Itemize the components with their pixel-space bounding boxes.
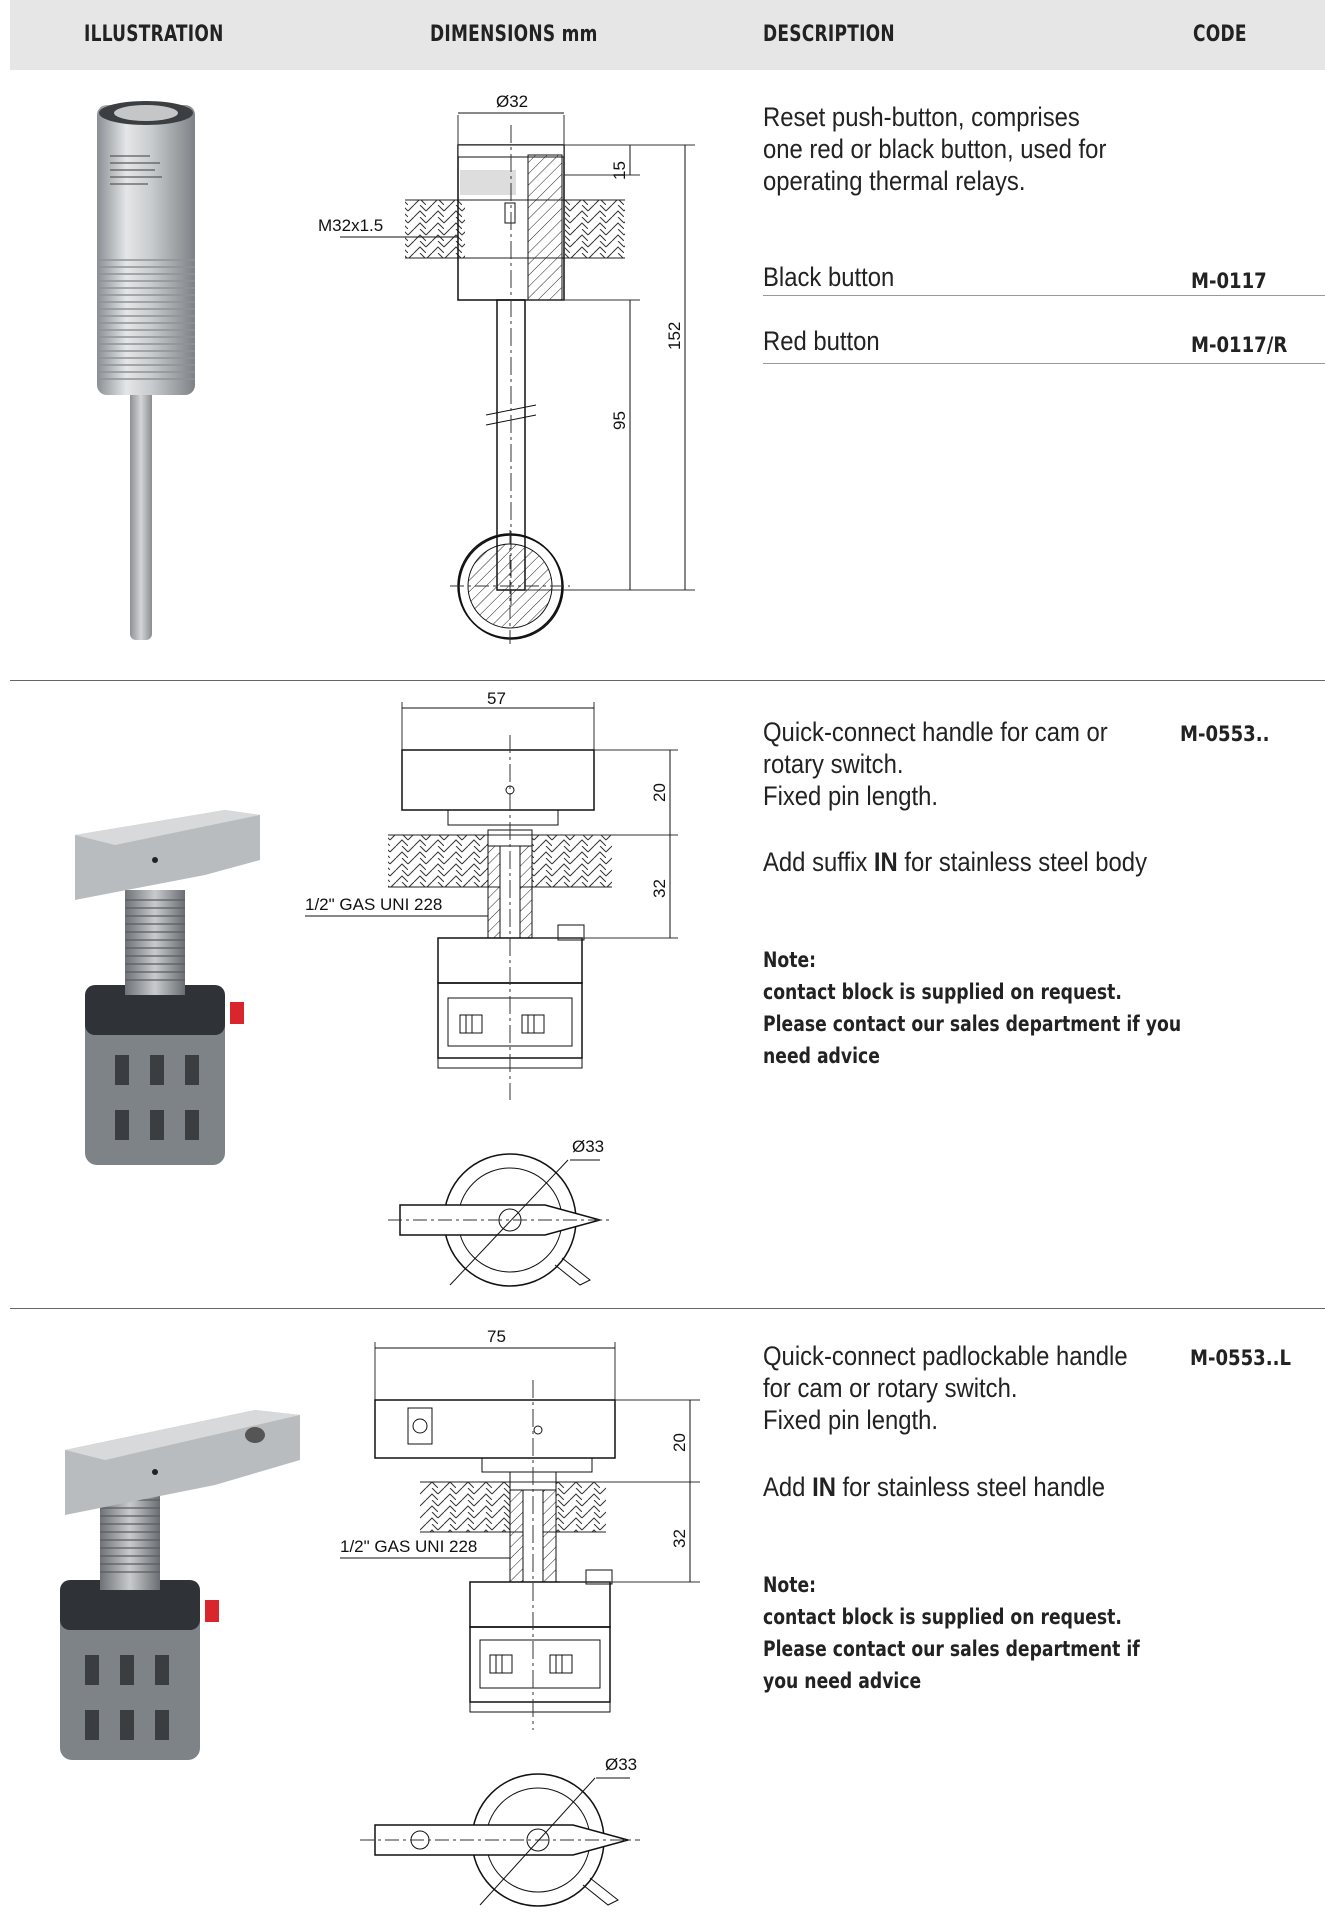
product-2-suffix: Add suffix IN for stainless steel body bbox=[763, 847, 1148, 877]
option-code: M-0117/R bbox=[1191, 333, 1288, 357]
dim-h3: 152 bbox=[665, 322, 684, 350]
option-row-black: Black button M-0117 bbox=[763, 255, 1325, 296]
row-divider bbox=[10, 680, 1325, 681]
product-2-note: Note: contact block is supplied on reque… bbox=[763, 948, 1182, 1068]
dim-thread: 1/2" GAS UNI 228 bbox=[340, 1537, 477, 1556]
dim-h1: 20 bbox=[670, 1433, 689, 1452]
product-1-description: Reset push-button, comprises one red or … bbox=[763, 102, 1107, 196]
reset-push-button-end-view bbox=[450, 530, 570, 646]
table-header: ILLUSTRATION DIMENSIONS mm DESCRIPTION C… bbox=[10, 0, 1325, 70]
reset-push-button-drawing: Ø32 M32x1.5 15 95 152 bbox=[318, 92, 695, 640]
padlockable-handle-drawing: 75 1/2" GAS UNI 228 20 32 Ø33 bbox=[340, 1327, 700, 1907]
dim-thread: 1/2" GAS UNI 228 bbox=[305, 895, 442, 914]
product-3-note: Note: contact block is supplied on reque… bbox=[763, 1573, 1140, 1693]
quick-connect-handle-photo bbox=[75, 810, 260, 1165]
dim-h2: 32 bbox=[650, 879, 669, 898]
product-2-code: M-0553.. bbox=[1180, 722, 1270, 746]
dim-diameter: Ø32 bbox=[496, 92, 528, 111]
dim-diameter: Ø33 bbox=[572, 1137, 604, 1156]
product-3-suffix: Add IN for stainless steel handle bbox=[763, 1472, 1106, 1502]
padlockable-handle-photo bbox=[60, 1410, 300, 1760]
header-description: DESCRIPTION bbox=[763, 22, 895, 47]
header-code: CODE bbox=[1193, 22, 1247, 47]
header-dimensions: DIMENSIONS mm bbox=[430, 22, 598, 47]
dim-h2: 32 bbox=[670, 1529, 689, 1548]
dim-h2: 95 bbox=[610, 411, 629, 430]
dim-h1: 15 bbox=[610, 161, 629, 180]
product-2-description: Quick-connect handle for cam or rotary s… bbox=[763, 717, 1108, 811]
dim-width: 57 bbox=[487, 690, 506, 708]
header-illustration: ILLUSTRATION bbox=[84, 22, 224, 47]
row-divider bbox=[10, 1308, 1325, 1309]
reset-push-button-photo bbox=[97, 101, 195, 640]
dim-h1: 20 bbox=[650, 783, 669, 802]
option-label: Black button bbox=[763, 262, 895, 292]
option-label: Red button bbox=[763, 326, 880, 356]
product-3-code: M-0553..L bbox=[1190, 1346, 1291, 1370]
dim-width: 75 bbox=[487, 1327, 506, 1346]
option-code: M-0117 bbox=[1191, 269, 1267, 293]
dim-thread: M32x1.5 bbox=[318, 216, 383, 235]
quick-connect-handle-drawing: 57 1/2" GAS UNI 228 20 32 Ø33 bbox=[305, 690, 678, 1287]
option-row-red: Red button M-0117/R bbox=[763, 319, 1325, 364]
dim-diameter: Ø33 bbox=[605, 1755, 637, 1774]
product-3-description: Quick-connect padlockable handle for cam… bbox=[763, 1341, 1128, 1435]
